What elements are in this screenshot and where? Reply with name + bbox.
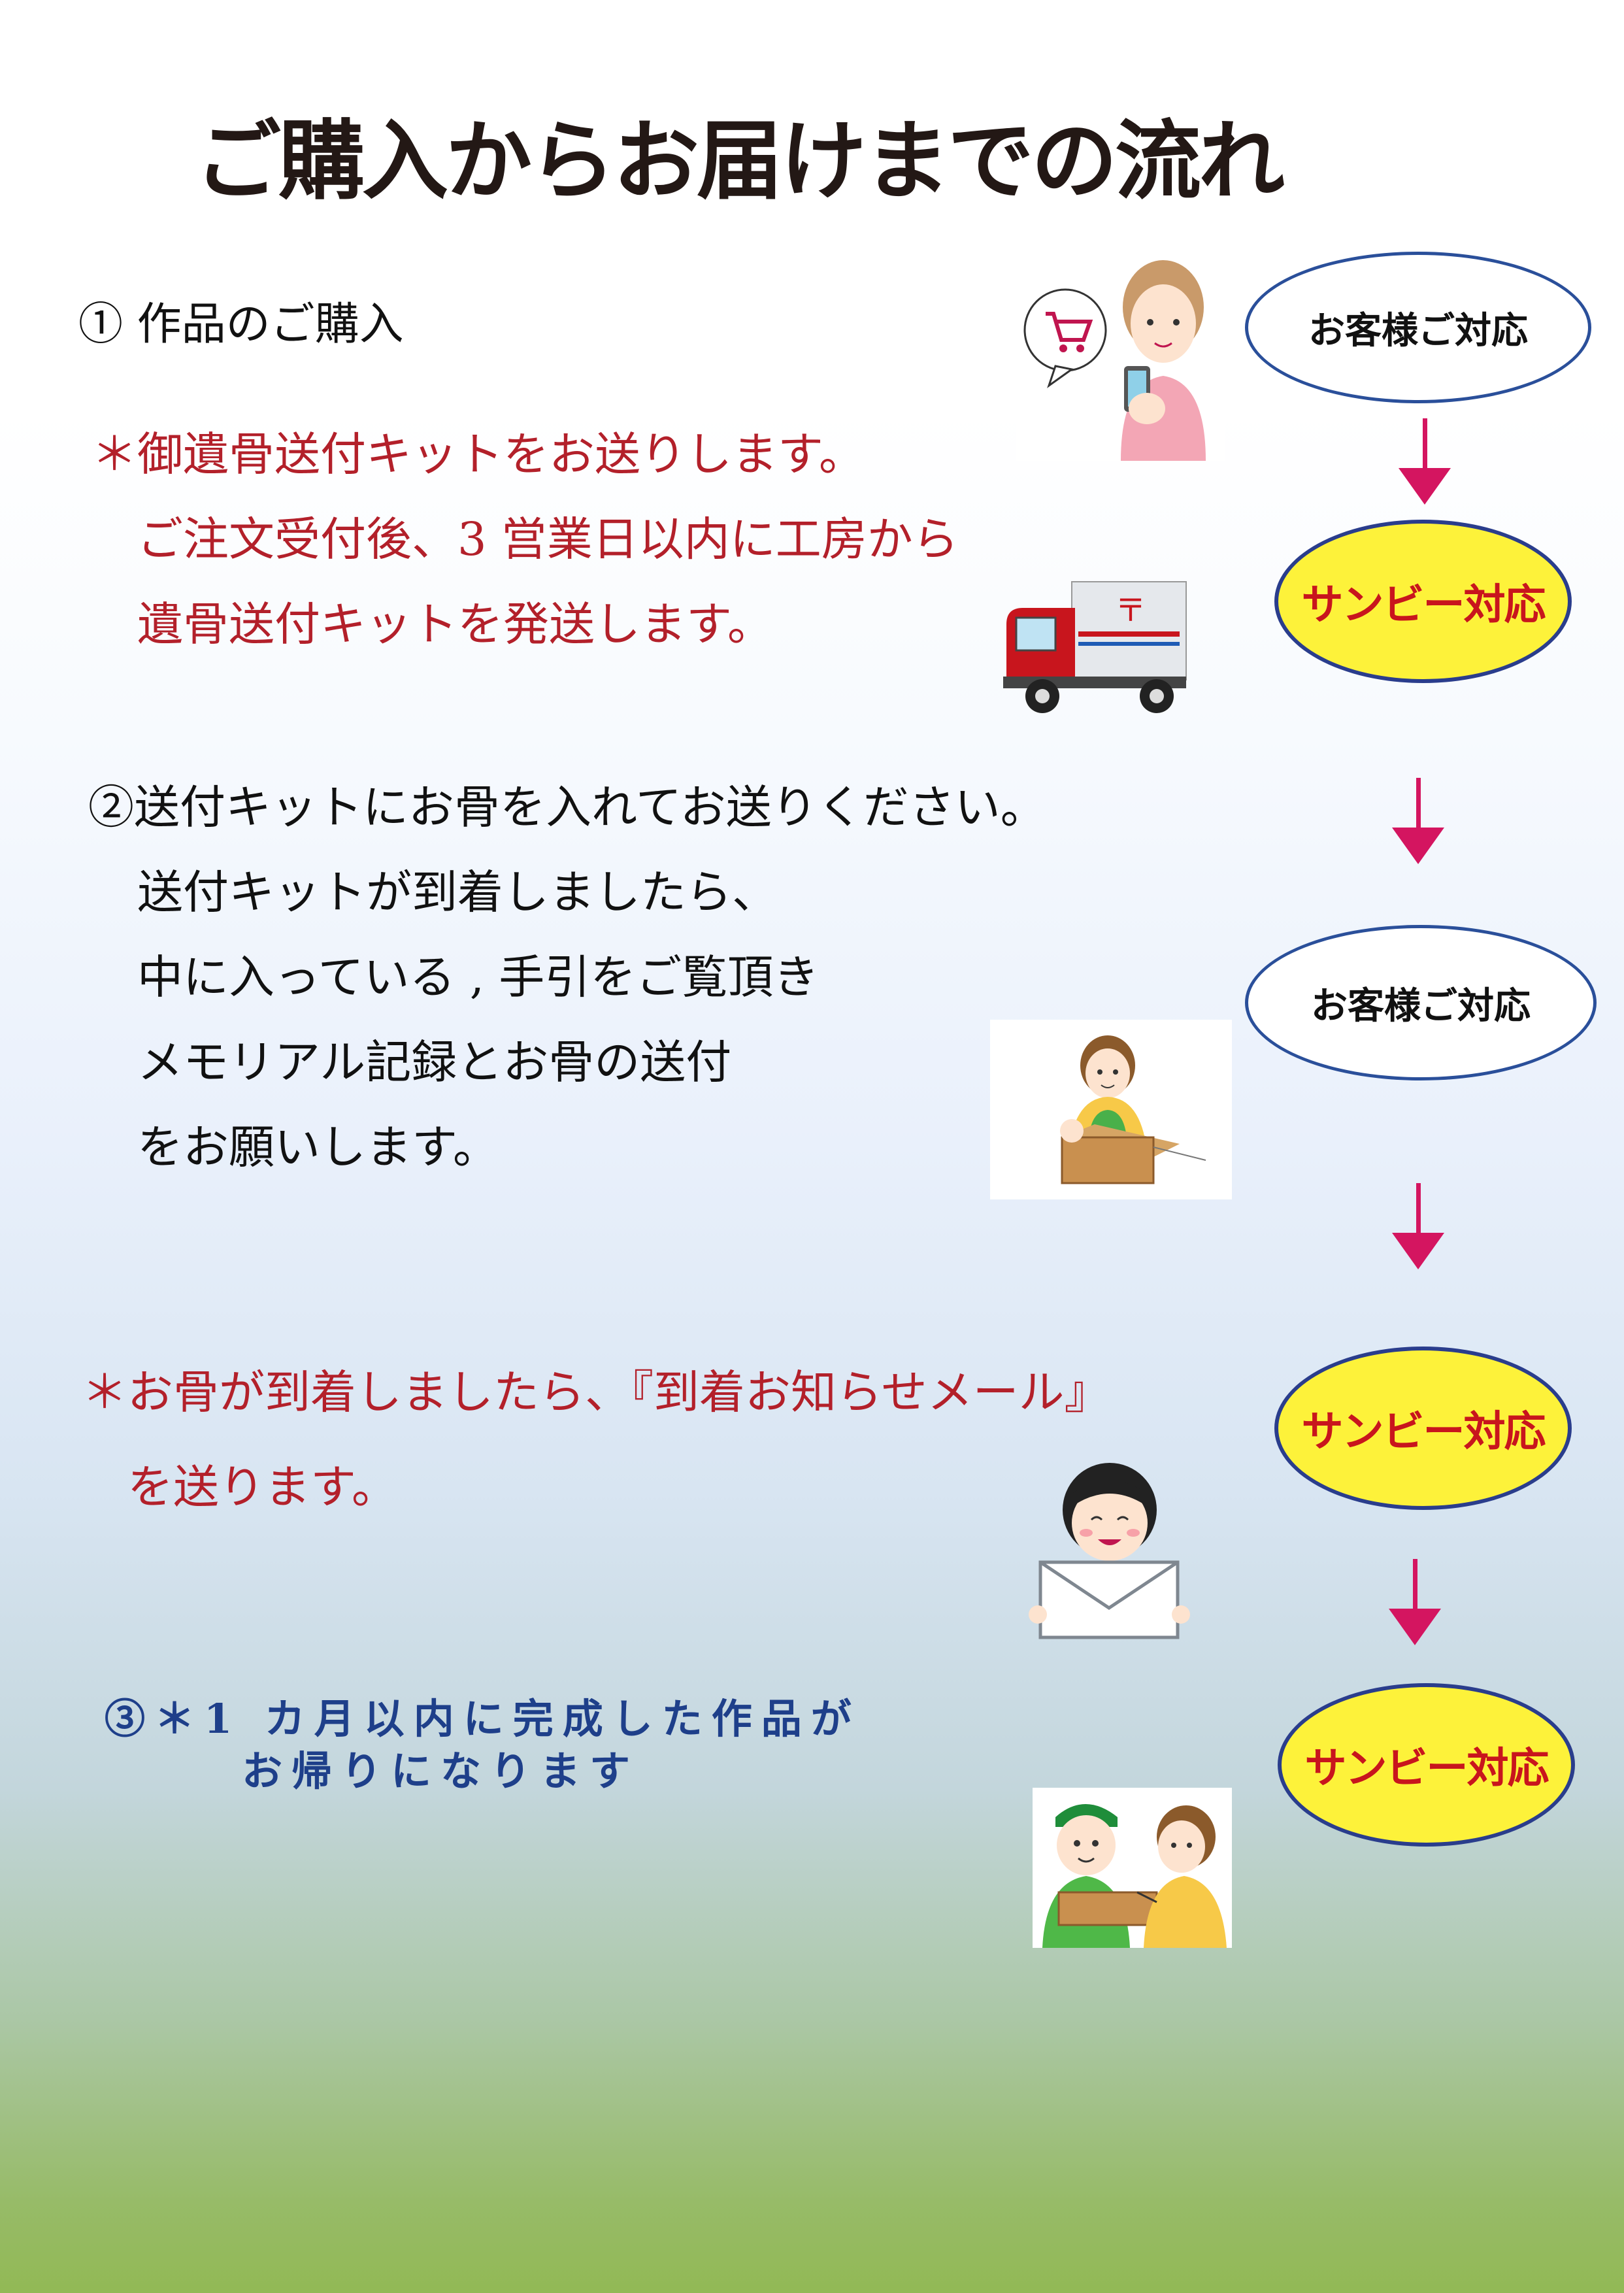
- step1-line-1: ＊御遺骨送付キットをお送りします。: [91, 427, 865, 481]
- flow-customer-label: お客様ご対応: [1311, 984, 1531, 1028]
- step2-line-1: ②送付キットにお骨を入れてお送りください。: [88, 780, 1046, 834]
- notice-line-1: ＊お骨が到着しましたら、『到着お知らせメール』: [82, 1365, 1110, 1419]
- step2-line-5: をお願いします。: [137, 1120, 499, 1174]
- step3-line-2: お帰りになります: [242, 1747, 640, 1795]
- flow-customer-label: お客様ご対応: [1308, 309, 1528, 352]
- flow-customer-oval-2: お客様ご対応: [1245, 925, 1597, 1080]
- flow-sunbe-oval-2: サンビー対応: [1274, 1347, 1572, 1510]
- shopping-woman-illustration: [1016, 245, 1225, 461]
- step2-line-2: 送付キットが到着しましたら、: [137, 865, 778, 919]
- mail-girl-illustration: [1026, 1454, 1193, 1647]
- delivery-truck-icon: 〒: [1003, 581, 1187, 713]
- packing-box-icon: [1060, 1035, 1206, 1184]
- step2-line-4: メモリアル記録とお骨の送付: [137, 1035, 732, 1089]
- page-title: ご購入からお届けまでの流れ: [195, 110, 1285, 212]
- flow-sunbe-oval-3: サンビー対応: [1278, 1683, 1575, 1847]
- flow-arrow-down: [1392, 778, 1444, 866]
- step1-heading: ① 作品のご購入: [78, 299, 404, 350]
- flow-arrow-down: [1389, 1559, 1441, 1647]
- flow-sunbe-label: サンビー対応: [1304, 1744, 1549, 1793]
- shopping-cart-icon: [1023, 260, 1206, 461]
- flow-arrow-down: [1392, 1183, 1444, 1271]
- delivery-handover-icon: [1042, 1804, 1227, 1948]
- notice-line-2: を送ります。: [127, 1460, 397, 1514]
- step1-line-2: ご注文受付後、3 営業日以内に工房から: [137, 512, 959, 566]
- flow-sunbe-oval-1: サンビー対応: [1274, 520, 1572, 683]
- delivery-handover-illustration: [1033, 1788, 1232, 1948]
- flow-customer-oval-1: お客様ご対応: [1245, 252, 1591, 403]
- mail-envelope-icon: [1029, 1463, 1190, 1639]
- packing-woman-illustration: [990, 1020, 1232, 1199]
- step2-line-3: 中に入っている , 手引をご覧頂き: [137, 950, 820, 1004]
- delivery-truck-illustration: 〒: [1000, 578, 1189, 719]
- flow-sunbe-label: サンビー対応: [1301, 1407, 1546, 1456]
- flow-sunbe-label: サンビー対応: [1301, 580, 1546, 629]
- step1-line-3: 遺骨送付キットを発送します。: [137, 597, 773, 651]
- step3-line-1: ③＊1 カ月以内に完成した作品が: [105, 1695, 861, 1743]
- flow-arrow-down: [1399, 418, 1451, 507]
- truck-logo: 〒: [1115, 592, 1146, 629]
